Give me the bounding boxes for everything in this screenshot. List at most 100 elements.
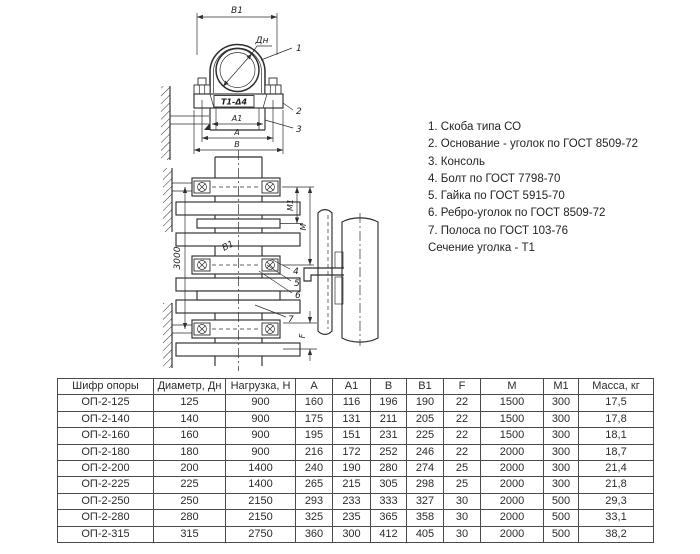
- table-cell: 231: [370, 427, 407, 445]
- table-cell: 2000: [480, 476, 544, 494]
- dim-a1-label: А1: [231, 114, 243, 123]
- assembly-front-view: 3000 М1 М В1 4 5 6 7 F: [163, 150, 317, 371]
- column-header-code: Шифр опоры: [57, 377, 154, 396]
- weld-mark-box: [213, 95, 255, 108]
- table-cell: 125: [153, 394, 226, 412]
- table-cell: 116: [332, 394, 371, 412]
- header-row: Шифр опоры Диаметр, Дн Нагрузка, Н A A1 …: [57, 377, 654, 396]
- callout-3: 3: [296, 125, 302, 135]
- table-cell: 300: [543, 410, 579, 429]
- console-angle: [303, 267, 344, 282]
- table-cell: 22: [443, 394, 481, 412]
- pipe-outline: [215, 47, 260, 93]
- table-cell: 18,1: [578, 427, 654, 445]
- table-cell: 235: [332, 509, 371, 527]
- table-cell: 240: [295, 460, 333, 478]
- parts-legend: 1. Скоба типа СО 2. Основание - уголок п…: [428, 119, 638, 257]
- column-header-a1: A1: [332, 377, 371, 396]
- angle-section-side-view: [303, 209, 379, 346]
- table-cell: 22: [443, 443, 481, 462]
- callout-4: 4: [293, 267, 299, 277]
- strip: [175, 201, 301, 216]
- table-cell: 1500: [480, 394, 544, 412]
- table-cell: 358: [406, 509, 444, 527]
- table-cell: ОП-2-125: [57, 394, 154, 412]
- legend-item-3: 3. Консоль: [428, 155, 485, 168]
- table-cell: 365: [370, 509, 407, 527]
- table-cell: 274: [406, 460, 444, 478]
- table-cell: 2000: [480, 509, 544, 527]
- table-cell: 305: [370, 476, 407, 494]
- table-cell: 180: [153, 443, 226, 462]
- wall-hatch: [163, 168, 172, 232]
- table-cell: 333: [370, 492, 407, 511]
- table-cell: 200: [153, 460, 226, 478]
- table-cell: 195: [295, 427, 333, 445]
- table-cell: 175: [295, 410, 333, 429]
- dim-f-label: F: [298, 333, 307, 338]
- table-cell: ОП-2-280: [57, 509, 154, 527]
- table-cell: 252: [370, 443, 407, 462]
- callout-5: 5: [294, 279, 300, 289]
- table-cell: 298: [406, 476, 444, 494]
- strip: [175, 232, 301, 247]
- table-cell: 280: [370, 460, 407, 478]
- table-cell: 33,1: [578, 509, 654, 527]
- table-cell: ОП-2-315: [57, 525, 154, 544]
- table-cell: 300: [332, 525, 371, 544]
- table-cell: 2000: [480, 443, 544, 462]
- weld-rib: [334, 251, 344, 269]
- table-cell: 2000: [480, 492, 544, 511]
- dim-b-label: В: [234, 140, 240, 149]
- table-cell: 360: [295, 525, 333, 544]
- technical-drawing: В1 Дн 1: [161, 6, 379, 371]
- table-cell: ОП-2-250: [57, 492, 154, 511]
- table-cell: 29,3: [578, 492, 654, 511]
- table-cell: 172: [332, 443, 371, 462]
- callout-2: 2: [296, 107, 302, 117]
- table-cell: 151: [332, 427, 371, 445]
- table-cell: 25: [443, 460, 481, 478]
- dim-dn-label: Дн: [255, 36, 269, 46]
- legend-item-7: 7. Полоса по ГОСТ 103-76: [428, 224, 569, 237]
- weld-rib: [334, 276, 344, 305]
- table-cell: 30: [443, 509, 481, 527]
- column-header-b: B: [370, 377, 407, 396]
- table-cell: 18,7: [578, 443, 654, 462]
- table-cell: 1400: [225, 476, 296, 494]
- table-cell: 190: [406, 394, 444, 412]
- table-cell: 2150: [225, 509, 296, 527]
- table-cell: 412: [370, 525, 407, 544]
- table-cell: 325: [295, 509, 333, 527]
- table-cell: 300: [543, 476, 579, 494]
- legend-item-1: 1. Скоба типа СО: [428, 121, 522, 133]
- table-cell: ОП-2-140: [57, 410, 154, 429]
- table-cell: 196: [370, 394, 407, 412]
- table-cell: 315: [153, 525, 226, 544]
- table-cell: ОП-2-180: [57, 443, 154, 462]
- table-cell: 160: [153, 427, 226, 445]
- table-cell: ОП-2-225: [57, 476, 154, 494]
- table-cell: 21,8: [578, 476, 654, 494]
- table-cell: 265: [295, 476, 333, 494]
- clamp-top-view: В1 Дн 1: [161, 6, 302, 160]
- column-header-load: Нагрузка, Н: [225, 377, 296, 396]
- table-cell: 216: [295, 443, 333, 462]
- table-cell: 225: [406, 427, 444, 445]
- wall-hatch: [161, 86, 170, 160]
- dim-b1-front-label: В1: [221, 239, 236, 253]
- table-cell: 250: [153, 492, 226, 511]
- dim-m1-label: М1: [286, 199, 295, 211]
- table-cell: 30: [443, 492, 481, 511]
- legend-item-4: 4. Болт по ГОСТ 7798-70: [428, 172, 561, 185]
- column-header-m: M: [480, 377, 544, 396]
- table-cell: 500: [543, 509, 579, 527]
- dim-3000-label: 3000: [173, 246, 183, 269]
- table-cell: 25: [443, 476, 481, 494]
